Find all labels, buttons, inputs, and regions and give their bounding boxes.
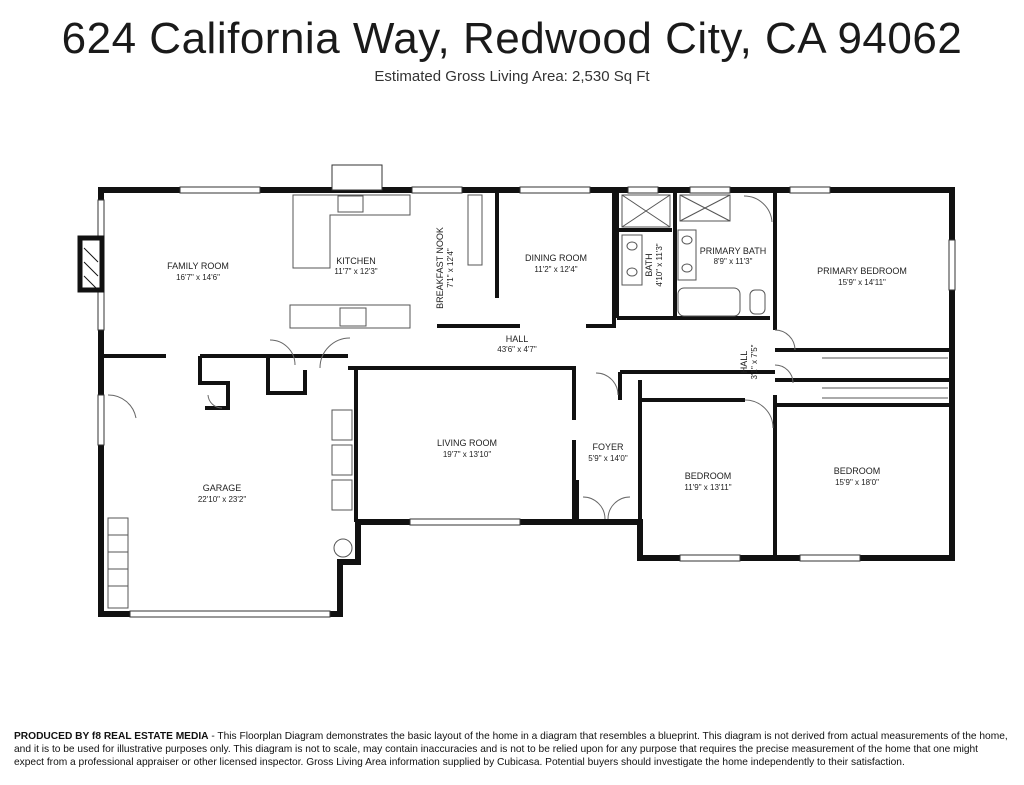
living-room-dim: 19'7" x 13'10" <box>443 450 491 459</box>
bedroom-1-label: BEDROOM <box>685 471 732 481</box>
family-room-dim: 16'7" x 14'6" <box>176 273 220 282</box>
bedroom-2-label: BEDROOM <box>834 466 881 476</box>
disclaimer: PRODUCED BY f8 REAL ESTATE MEDIA - This … <box>14 730 1010 769</box>
garage-dim: 22'10" x 23'2" <box>198 495 246 504</box>
bath-label: BATH <box>644 253 654 276</box>
foyer-dim: 5'9" x 14'0" <box>588 454 628 463</box>
kitchen-counters <box>289 194 483 329</box>
closet-rods <box>822 357 948 399</box>
kitchen-dim: 11'7" x 12'3" <box>334 267 377 276</box>
hall-label: HALL <box>506 334 529 344</box>
kitchen-label: KITCHEN <box>336 256 376 266</box>
primary-bath-dim: 8'9" x 11'3" <box>714 257 753 266</box>
disclaimer-text: - This Floorplan Diagram demonstrates th… <box>14 731 1008 768</box>
disclaimer-producer: PRODUCED BY f8 REAL ESTATE MEDIA <box>14 731 209 742</box>
bedroom-1-dim: 11'9" x 13'11" <box>684 483 731 492</box>
family-room-label: FAMILY ROOM <box>167 261 229 271</box>
garage-label: GARAGE <box>203 483 242 493</box>
page-subtitle: Estimated Gross Living Area: 2,530 Sq Ft <box>374 68 650 85</box>
side-hall-label: HALL <box>739 351 749 374</box>
living-room-label: LIVING ROOM <box>437 438 497 448</box>
interior-walls <box>101 190 952 558</box>
fireplace-icon <box>77 235 105 293</box>
breakfast-nook-dim: 7'1" x 12'4" <box>446 248 455 288</box>
bedroom-2-dim: 15'9" x 18'0" <box>835 478 879 487</box>
primary-bath-label: PRIMARY BATH <box>700 246 767 256</box>
primary-bedroom-dim: 15'9" x 14'11" <box>838 278 886 287</box>
dining-room-label: DINING ROOM <box>525 253 587 263</box>
windows <box>97 164 956 618</box>
dining-room-dim: 11'2" x 12'4" <box>534 265 577 274</box>
bath-dim: 4'10" x 11'3" <box>655 243 664 286</box>
hall-dim: 43'6" x 4'7" <box>497 345 537 354</box>
floor-plan: FAMILY ROOM 16'7" x 14'6" KITCHEN 11'7" … <box>77 164 956 618</box>
primary-bedroom-label: PRIMARY BEDROOM <box>817 266 907 276</box>
garage-fixtures <box>107 409 353 609</box>
door-swings <box>107 195 796 520</box>
foyer-label: FOYER <box>592 442 624 452</box>
side-hall-dim: 3'1" x 7'5" <box>750 344 759 379</box>
page-title: 624 California Way, Redwood City, CA 940… <box>61 14 963 63</box>
breakfast-nook-label: BREAKFAST NOOK <box>435 227 445 309</box>
bath-fixtures <box>621 194 766 317</box>
